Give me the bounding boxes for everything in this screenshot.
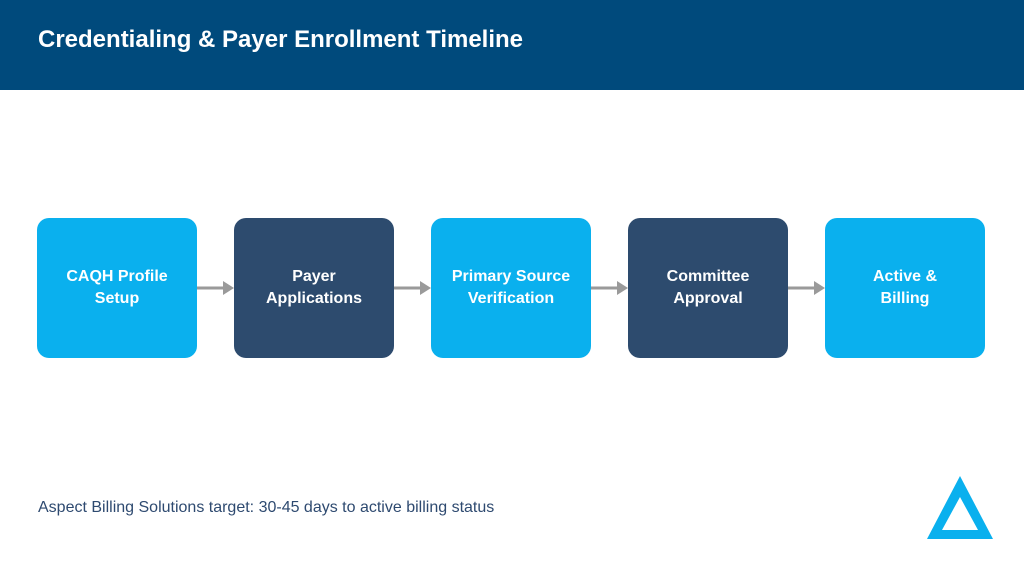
arrow-right-icon xyxy=(197,281,234,295)
page-title: Credentialing & Payer Enrollment Timelin… xyxy=(38,26,524,53)
step-label: Committee Approval xyxy=(666,268,750,307)
header-bar: Credentialing & Payer Enrollment Timelin… xyxy=(0,0,1024,90)
step-label: Primary Source Verification xyxy=(451,268,571,307)
step-label: Payer Applications xyxy=(265,268,362,307)
step-primary-source-verification: Primary Source Verification xyxy=(431,218,591,358)
arrow-right-icon xyxy=(394,281,431,295)
step-caqh-profile-setup: CAQH Profile Setup xyxy=(37,218,197,358)
arrow-right-icon xyxy=(591,281,628,295)
step-committee-approval: Committee Approval xyxy=(628,218,788,358)
step-payer-applications: Payer Applications xyxy=(234,218,394,358)
step-label: Active & Billing xyxy=(872,268,938,307)
footnote-text: Aspect Billing Solutions target: 30-45 d… xyxy=(38,499,495,516)
step-label: CAQH Profile Setup xyxy=(66,268,168,307)
arrow-right-icon xyxy=(788,281,825,295)
triangle-logo-icon xyxy=(927,476,993,539)
step-active-billing: Active & Billing xyxy=(825,218,985,358)
